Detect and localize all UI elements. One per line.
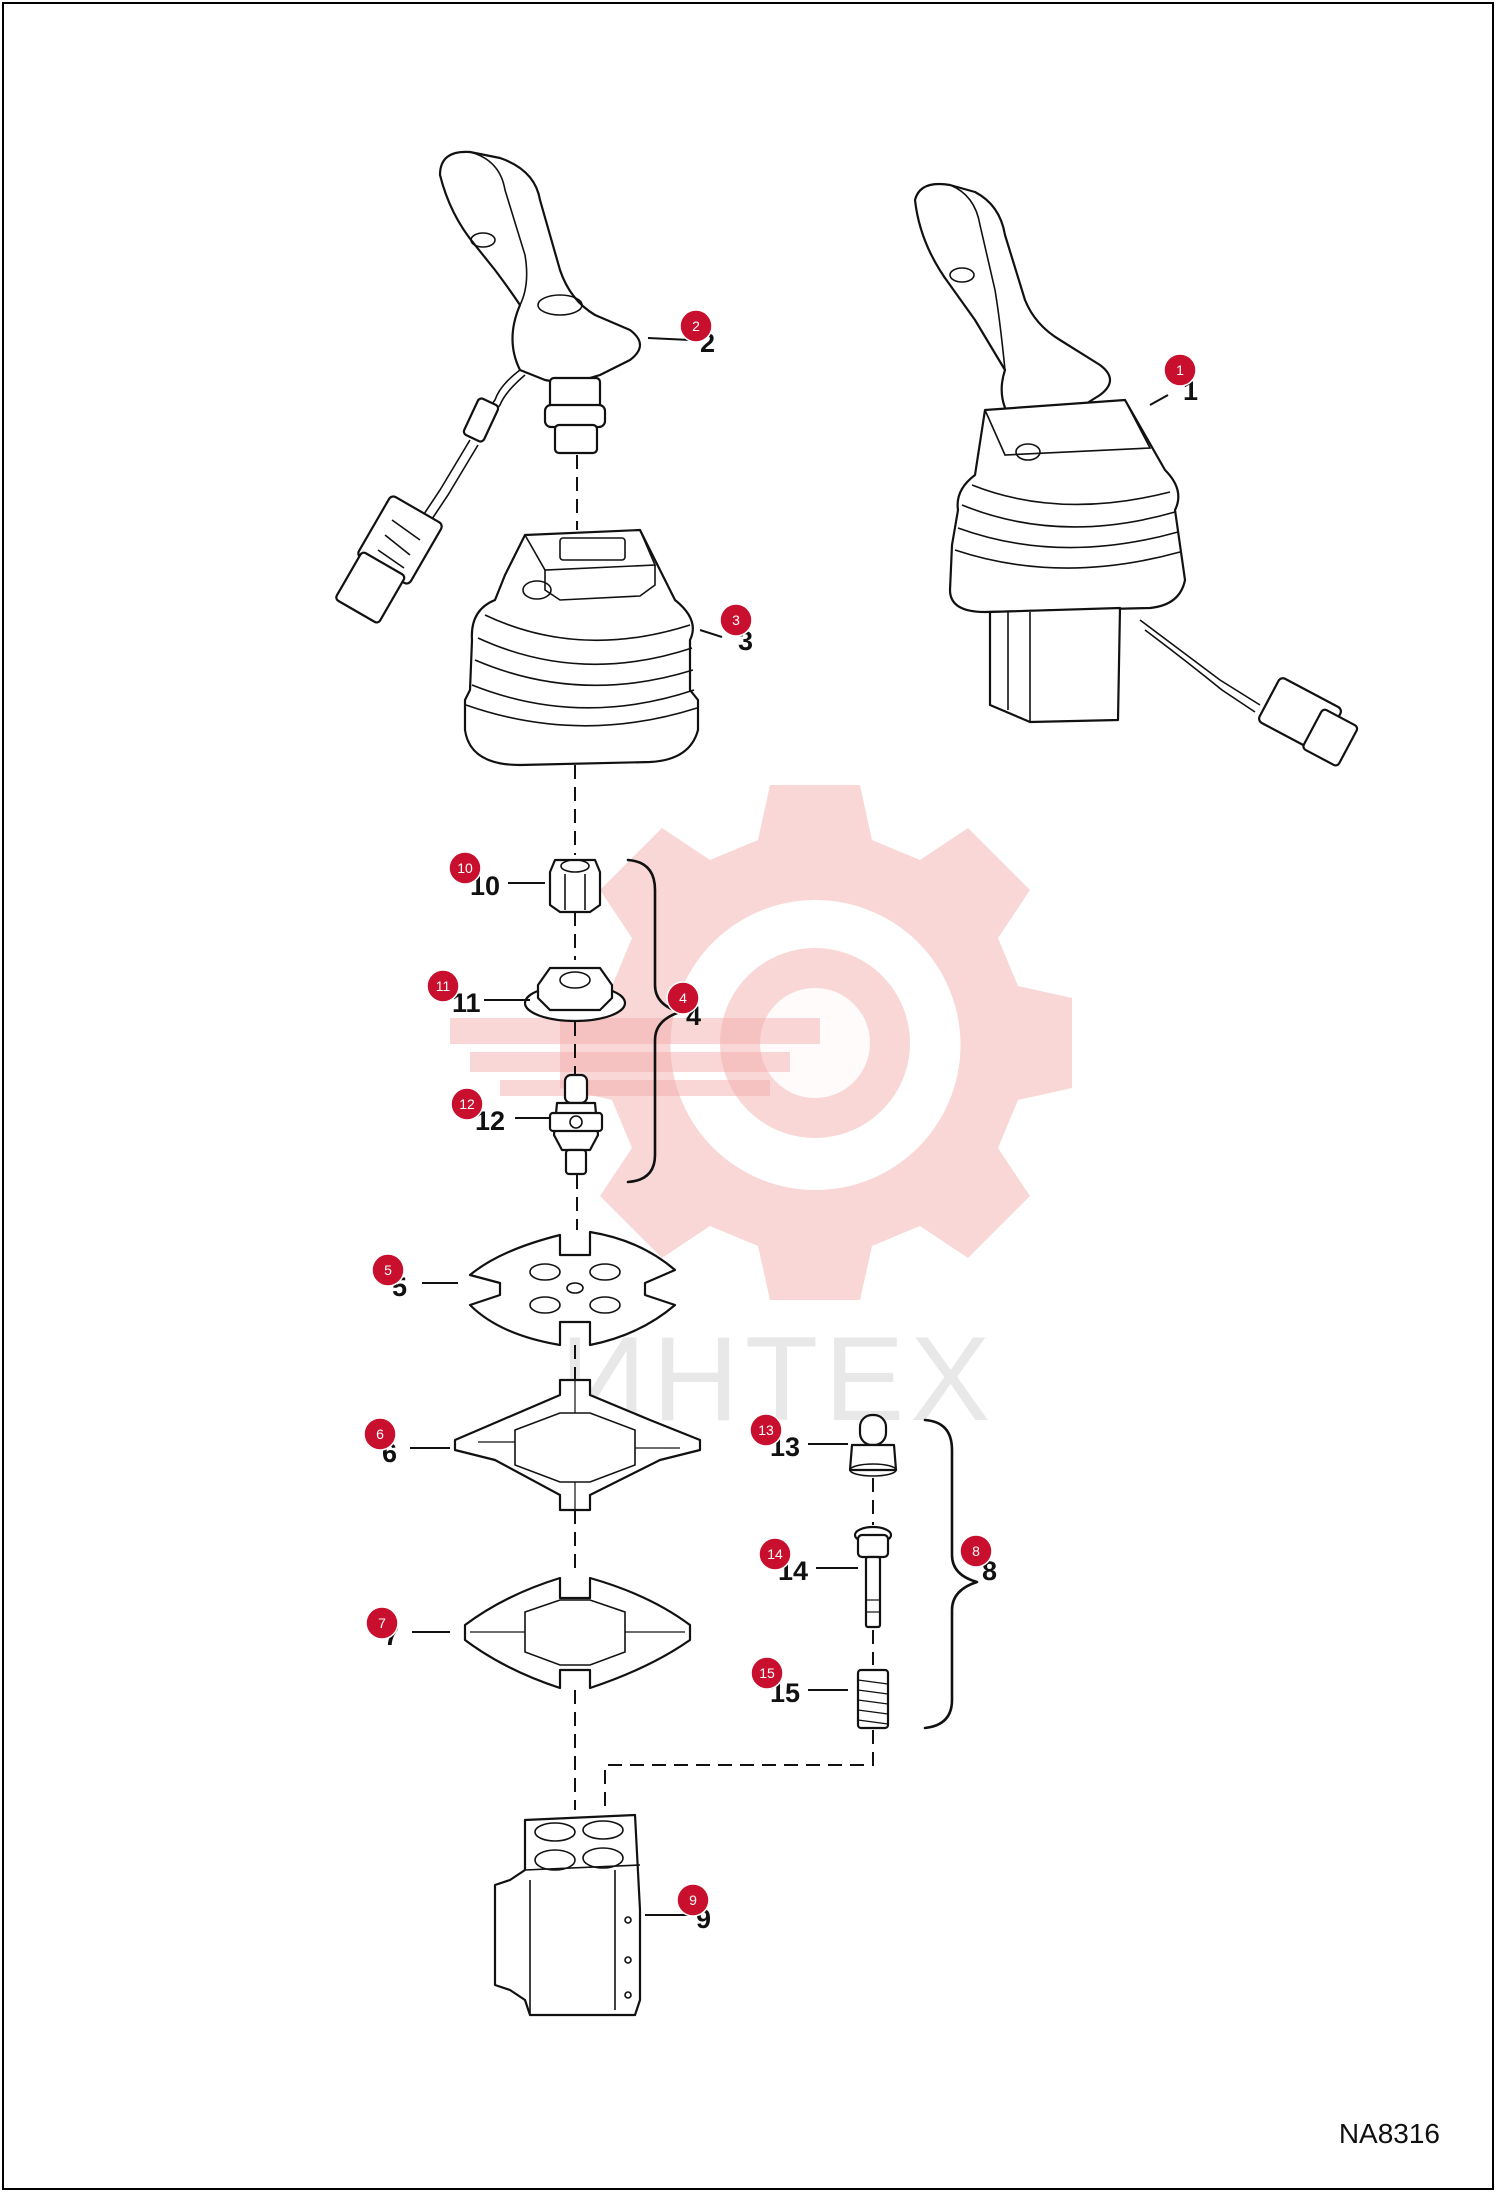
callout-badge-12: 12 <box>450 1087 484 1121</box>
callout-badge-13: 13 <box>749 1413 783 1447</box>
callout-badge-10: 10 <box>448 851 482 885</box>
callout-badge-9: 9 <box>676 1883 710 1917</box>
svg-text:9: 9 <box>689 1892 697 1908</box>
svg-text:10: 10 <box>457 860 473 876</box>
figure-reference: NA8316 <box>1339 2118 1440 2149</box>
svg-text:5: 5 <box>384 1262 392 1278</box>
part-joystick-assembly-1 <box>913 182 1359 767</box>
callout-badge-14: 14 <box>758 1537 792 1571</box>
callout-badge-11: 11 <box>426 969 460 1003</box>
svg-text:1: 1 <box>1176 362 1184 378</box>
svg-text:15: 15 <box>759 1665 775 1681</box>
callout-badge-3: 3 <box>719 603 753 637</box>
part-frame-plate-6 <box>453 1378 702 1512</box>
watermark-gear-logo <box>450 785 1072 1300</box>
svg-text:14: 14 <box>767 1546 783 1562</box>
svg-text:4: 4 <box>679 990 687 1006</box>
part-flange-nut-11 <box>523 966 627 1023</box>
part-handle-2 <box>335 150 642 624</box>
part-plunger-13 <box>848 1413 898 1477</box>
part-plate-7 <box>463 1576 692 1690</box>
part-pin-14 <box>853 1525 893 1629</box>
svg-text:8: 8 <box>972 1543 980 1559</box>
svg-text:12: 12 <box>459 1096 475 1112</box>
svg-text:3: 3 <box>732 612 740 628</box>
part-nut-10 <box>548 858 602 914</box>
callout-badge-15: 15 <box>750 1656 784 1690</box>
svg-text:7: 7 <box>378 1615 386 1631</box>
part-boot-3 <box>463 528 700 767</box>
group-brace-8 <box>923 1418 979 1730</box>
callout-badge-2: 2 <box>679 309 713 343</box>
callout-badge-1: 1 <box>1163 353 1197 387</box>
part-valve-body-9 <box>493 1813 642 2017</box>
svg-text:13: 13 <box>758 1422 774 1438</box>
callout-badge-6: 6 <box>363 1417 397 1451</box>
part-spring-15 <box>856 1668 890 1730</box>
part-plate-5 <box>468 1230 677 1347</box>
svg-text:6: 6 <box>376 1426 384 1442</box>
callout-badge-5: 5 <box>371 1253 405 1287</box>
callout-badge-4: 4 <box>666 981 700 1015</box>
part-universal-joint-12 <box>548 1073 604 1176</box>
svg-text:2: 2 <box>692 318 700 334</box>
svg-text:11: 11 <box>436 978 451 994</box>
callout-badge-8: 8 <box>959 1534 993 1568</box>
callout-badge-7: 7 <box>365 1606 399 1640</box>
